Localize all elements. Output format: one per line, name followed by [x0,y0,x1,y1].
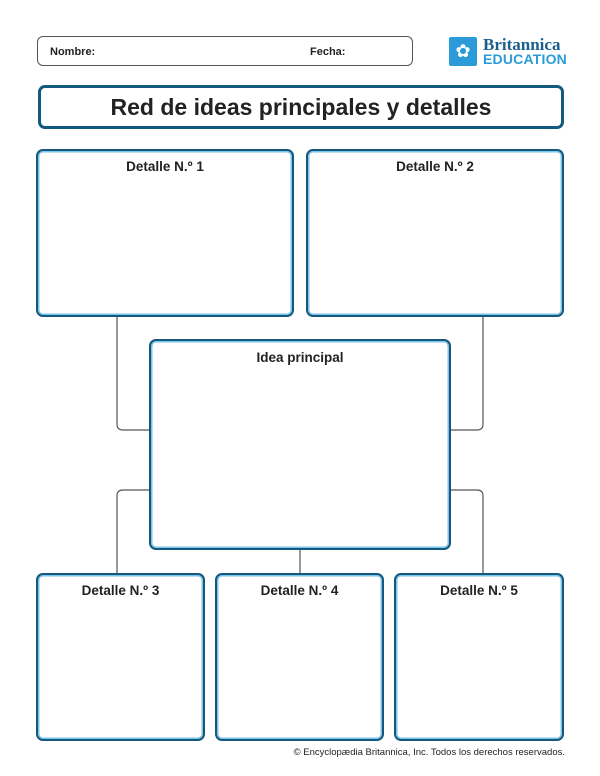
page-title: Red de ideas principales y detalles [38,85,564,129]
tree-hands-icon: ✿ [449,37,477,66]
detail-label-2: Detalle N.º 2 [396,159,474,174]
date-label: Fecha: [310,46,346,58]
logo-education: EDUCATION [483,51,567,67]
name-date-field[interactable]: Nombre: Fecha: [37,36,413,66]
detail-box-3[interactable]: Detalle N.º 3 [36,573,205,741]
detail-box-2[interactable]: Detalle N.º 2 [306,149,564,317]
logo-britannica: Britannica [483,35,561,54]
connector-detail3 [116,489,150,573]
connector-detail5 [450,489,484,573]
copyright-footer: © Encyclopædia Britannica, Inc. Todos lo… [293,747,565,758]
detail-box-5[interactable]: Detalle N.º 5 [394,573,564,741]
connector-detail1 [116,316,150,431]
connector-detail2 [450,316,484,431]
detail-label-3: Detalle N.º 3 [81,583,160,598]
main-idea-label: Idea principal [256,350,344,365]
name-label: Nombre: [50,46,96,58]
detail-label-4: Detalle N.º 4 [260,583,339,598]
detail-label-1: Detalle N.º 1 [126,159,204,174]
detail-label-5: Detalle N.º 5 [440,583,518,598]
detail-box-1[interactable]: Detalle N.º 1 [36,149,294,317]
main-idea-box[interactable]: Idea principal [149,339,451,550]
detail-box-4[interactable]: Detalle N.º 4 [215,573,384,741]
